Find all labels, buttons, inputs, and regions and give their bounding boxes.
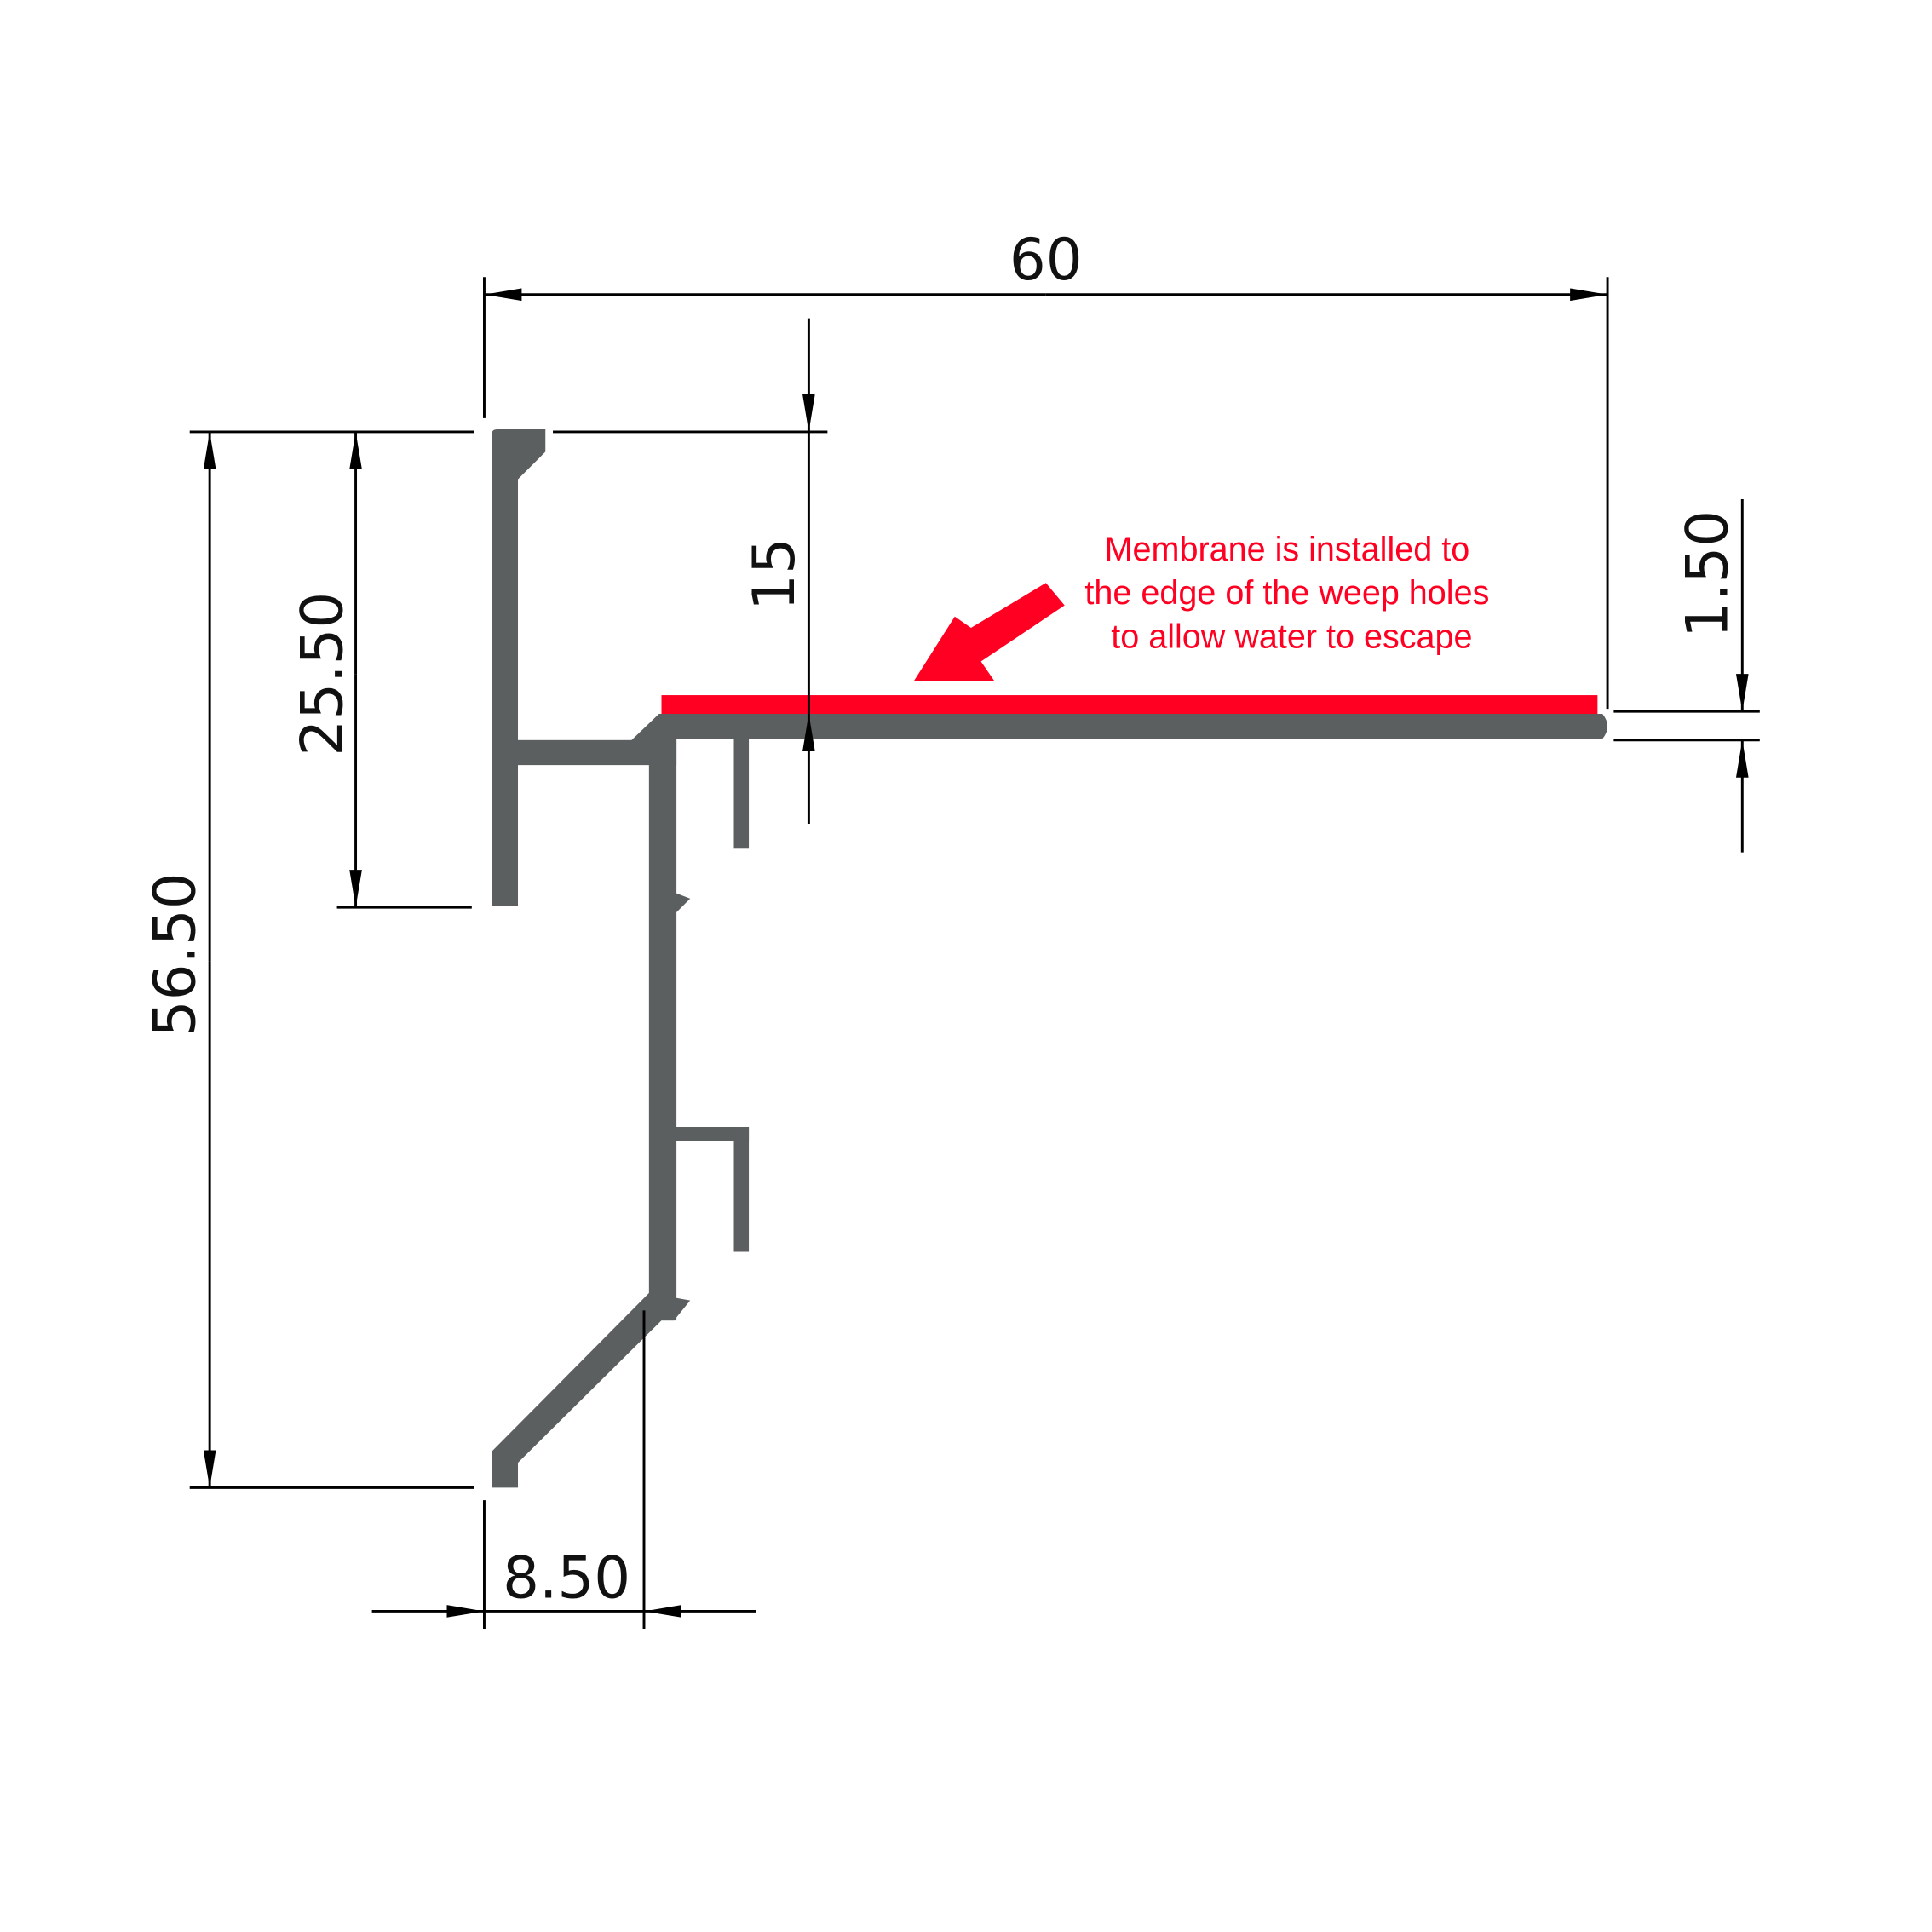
drip-fin	[733, 736, 750, 849]
membrane-line	[661, 695, 1598, 715]
lower-nub	[674, 892, 691, 915]
diagonal-leg	[492, 1292, 691, 1488]
dimension-label-56-50: 56.50	[141, 872, 209, 1037]
dimension-label-1-50: 1.50	[1674, 510, 1741, 638]
note-line-3: to allow water to escape	[1111, 618, 1472, 655]
note-line-1: Membrane is installed to	[1105, 531, 1470, 568]
dimension-flange-height: 15	[553, 318, 828, 824]
dimension-upper-leg: 25.50	[288, 431, 472, 909]
dimension-height: 56.50	[141, 430, 474, 1489]
dimension-label-15: 15	[740, 538, 808, 611]
dimension-label-60: 60	[1009, 226, 1083, 293]
dimension-label-25-50: 25.50	[288, 592, 355, 756]
membrane-arrow	[913, 583, 1065, 681]
upper-leg	[492, 429, 546, 906]
membrane-note: Membrane is installed to the edge of the…	[1084, 531, 1498, 656]
vertical-stem	[648, 733, 677, 1321]
hook-vertical	[733, 1127, 750, 1252]
dimension-width: 60	[483, 226, 1609, 710]
note-line-2: the edge of the weep holes	[1084, 574, 1489, 612]
horizontal-web	[515, 739, 656, 766]
dimension-label-8-50: 8.50	[503, 1544, 630, 1611]
top-flange	[631, 714, 1608, 766]
dimension-flange-thickness: 1.50	[1613, 499, 1760, 853]
hook-horizontal	[674, 1127, 750, 1141]
dimension-bottom-offset: 8.50	[371, 1310, 756, 1629]
aluminium-profile	[492, 429, 1608, 1488]
